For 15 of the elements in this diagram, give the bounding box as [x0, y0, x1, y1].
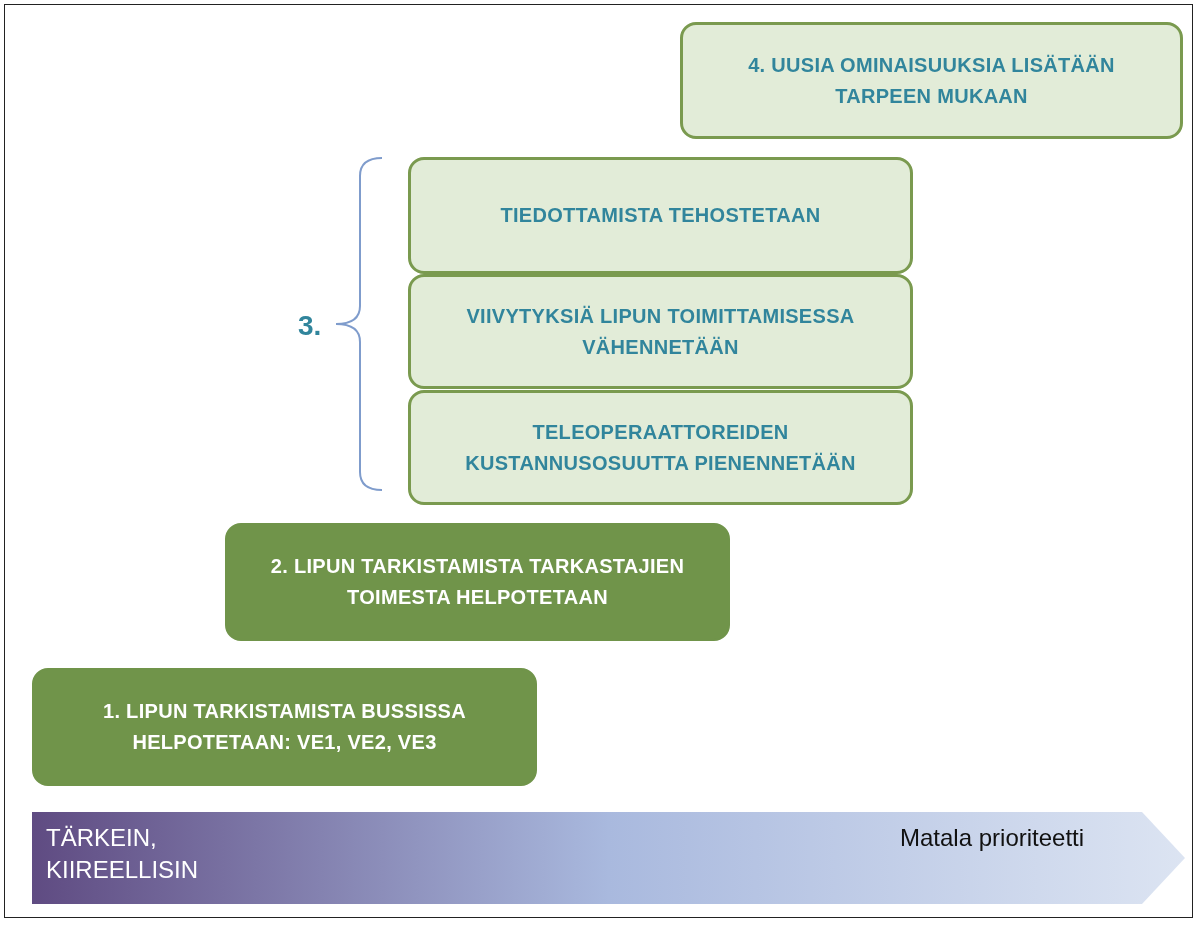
priority-box	[32, 668, 537, 786]
priority-box	[408, 390, 913, 505]
priority-box	[408, 157, 913, 274]
start-label: TÄRKEIN, KIIREELLISIN	[46, 823, 200, 886]
end-label: Matala prioriteetti	[900, 823, 1086, 853]
box-text: 1. LIPUN TARKISTAMISTA BUSSISSA HELPOTETAAN: VE1, VE2, VE3	[102, 699, 467, 755]
box-text: 4. UUSIA OMINAISUUKSIA LISÄTÄÄN TARPEEN MUKAAN	[747, 52, 1116, 109]
box-text: TIEDOTTAMISTA TEHOSTETAAN	[500, 203, 821, 228]
priority-box	[680, 22, 1183, 139]
box-text: TELEOPERAATTOREIDEN KUSTANNUSOSUUTTA PIENENNETÄÄN	[464, 419, 857, 476]
priority-box	[225, 523, 730, 641]
group-number: 3.	[298, 310, 322, 342]
box-text: 2. LIPUN TARKISTAMISTA TARKASTAJIEN TOIMESTA HELPOTETAAN	[269, 554, 686, 610]
box-text: VIIVYTYKSIÄ LIPUN TOIMITTAMISESSA VÄHENNETÄÄN	[465, 303, 856, 360]
priority-box	[408, 274, 913, 389]
